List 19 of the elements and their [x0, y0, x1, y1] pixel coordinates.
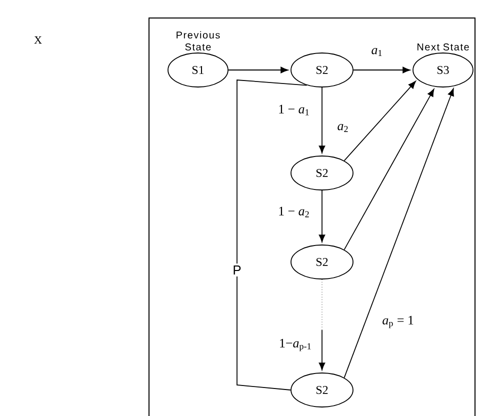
arrow [318, 190, 326, 242]
edge-label: a$_{p}$ = 1 [382, 316, 414, 328]
arrow [344, 80, 416, 162]
state-heading: Previous State [176, 31, 220, 50]
edge-label: a$_{1}$ [372, 48, 382, 56]
arrow [344, 88, 454, 378]
edge-label: a$_{2}$ [338, 124, 348, 132]
edge-label: 1−a$_{p-1}$ [280, 338, 311, 352]
arrow [318, 279, 326, 370]
state-heading: Next State [418, 43, 469, 50]
connector [236, 80, 308, 390]
arrow [353, 66, 410, 74]
edge-label: P [230, 264, 244, 276]
arrow [318, 87, 326, 154]
arrow [344, 88, 434, 250]
edge-label: 1 − a$_{1}$ [279, 104, 309, 116]
edge-label: 1 − a$_{2}$ [279, 206, 309, 218]
arrow [228, 66, 288, 74]
corner-label: X [34, 36, 42, 44]
